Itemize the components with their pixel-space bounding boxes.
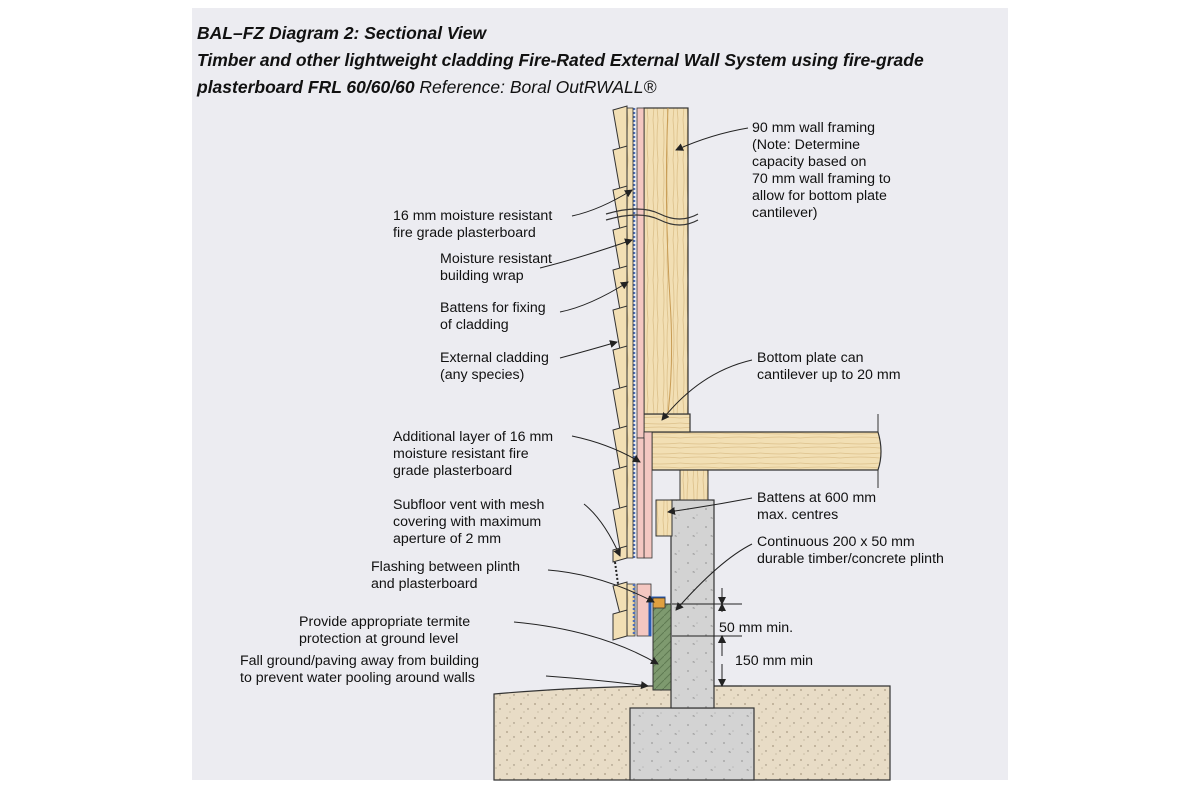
label-dimension-50: 50 mm min. xyxy=(719,620,794,636)
label-battens-fixing: Battens for fixing of cladding xyxy=(440,300,546,333)
concrete-footing xyxy=(629,707,755,781)
label-bottom-plate: Bottom plate can cantilever up to 20 mm xyxy=(757,350,901,383)
dimension-lines xyxy=(672,588,742,687)
plasterboard-upper xyxy=(636,107,645,439)
label-plasterboard: 16 mm moisture resistant fire grade plas… xyxy=(393,208,553,241)
break-line xyxy=(605,208,699,220)
diagram-panel xyxy=(192,8,1008,780)
leader-lines xyxy=(513,127,753,690)
batten-block xyxy=(655,499,673,537)
label-additional-layer: Additional layer of 16 mm moisture resis… xyxy=(393,429,554,479)
reference-text: Reference: Boral OutRWALL® xyxy=(414,77,657,97)
label-dimension-150: 150 mm min xyxy=(735,653,814,669)
label-subfloor-vent: Subfloor vent with mesh covering with ma… xyxy=(393,497,545,547)
label-external-cladding: External cladding (any species) xyxy=(440,350,549,383)
label-plinth: Continuous 200 x 50 mm durable timber/co… xyxy=(757,534,944,567)
label-building-wrap: Moisture resistant building wrap xyxy=(440,251,552,284)
weatherboards xyxy=(612,105,628,641)
label-flashing: Flashing between plinth and plasterboard xyxy=(371,559,521,592)
diagram-subtitle: Timber and other lightweight cladding Fi… xyxy=(197,50,924,70)
wall-stud xyxy=(643,107,689,415)
label-termite: Provide appropriate termite protection a… xyxy=(299,614,471,647)
bearer xyxy=(679,467,709,501)
label-fall-ground: Fall ground/paving away from building to… xyxy=(240,653,479,686)
timber-plinth xyxy=(652,603,672,691)
vent-mesh xyxy=(614,561,619,585)
label-battens-600: Battens at 600 mm max. centres xyxy=(757,490,877,523)
plasterboard-lower xyxy=(643,431,653,559)
cladding-batten xyxy=(626,107,634,559)
floor-joist xyxy=(651,431,882,471)
flashing-block xyxy=(652,597,666,609)
diagram-subtitle-line3: plasterboard FRL 60/60/60 Reference: Bor… xyxy=(197,76,656,98)
frl-rating: plasterboard FRL 60/60/60 xyxy=(197,77,415,97)
diagram-title: BAL–FZ Diagram 2: Sectional View xyxy=(197,23,487,43)
plasterboard-lower-inner xyxy=(636,437,645,559)
label-wall-framing: 90 mm wall framing (Note: Determine capa… xyxy=(752,120,891,221)
bottom-plate xyxy=(643,413,691,433)
